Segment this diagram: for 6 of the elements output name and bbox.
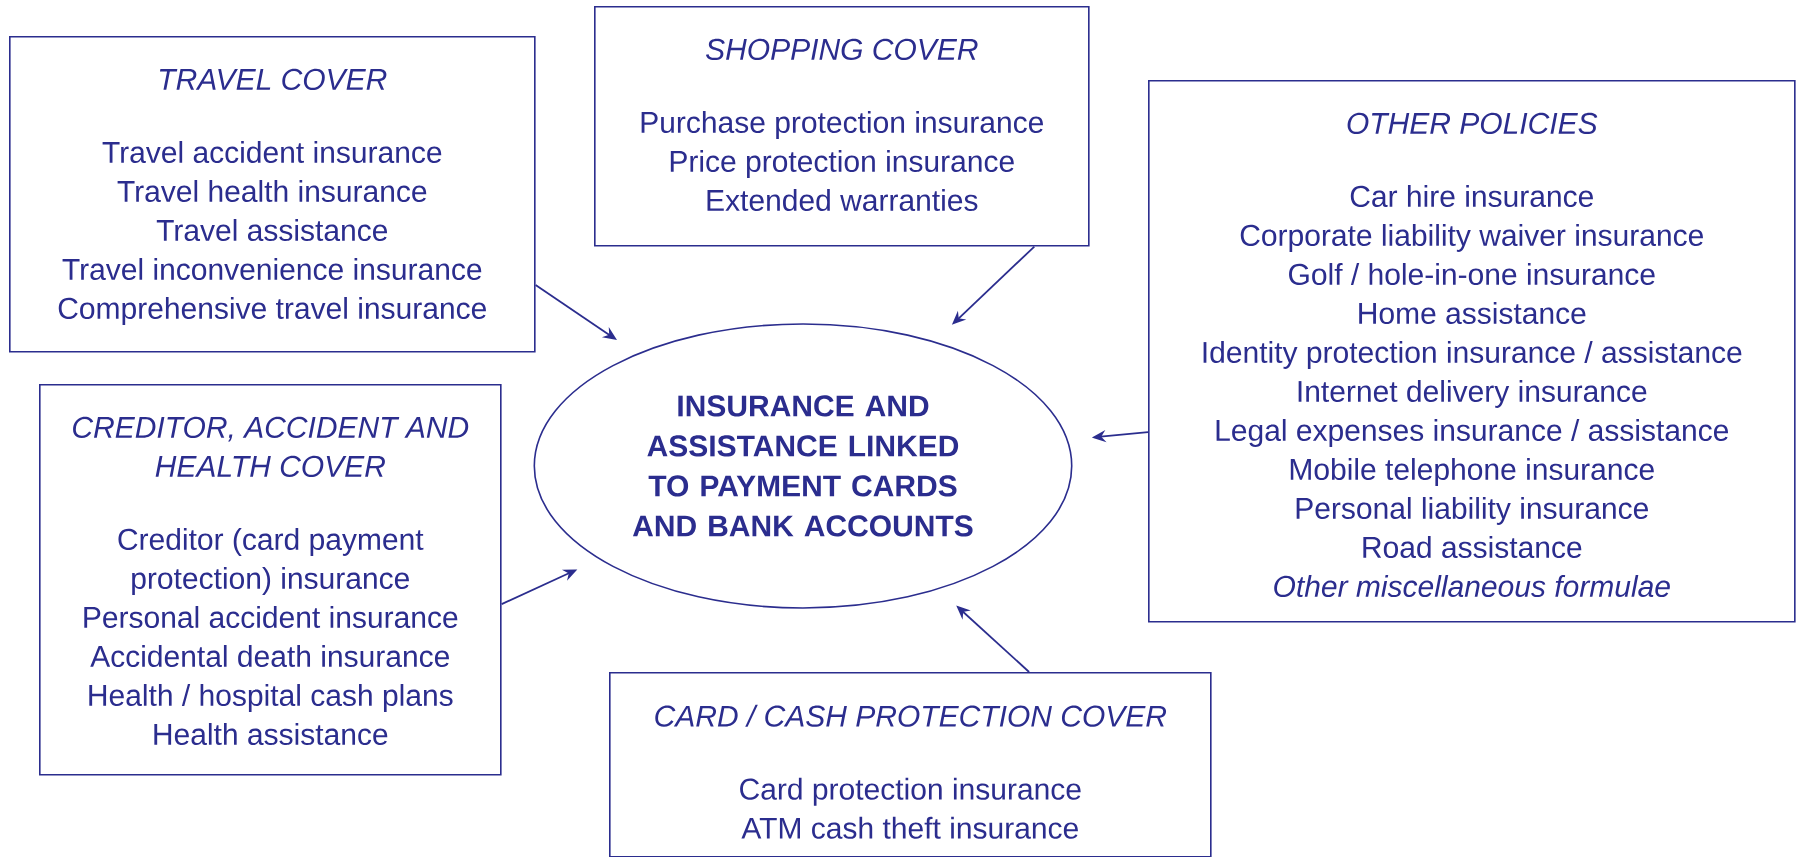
category-box: CREDITOR, ACCIDENT AND HEALTH COVER Creditor (card payment protection) insurance Personal accident insurance Accidental death insurance Health / hospital cash plans Health assistance [39,384,502,776]
category-box: CARD / CASH PROTECTION COVER Card protection insurance ATM cash theft insurance [609,672,1212,857]
category-box: OTHER POLICIES Car hire insurance Corporate liability waiver insurance Golf / hole-in-one insurance Home assistance Identity protection insurance / assistance Internet delivery insurance Legal expenses insurance / assistance Mobile telephone insurance Personal liability insurance Road assistance Other miscellaneous formulae [1148,80,1796,623]
ellipse-node: INSURANCE AND ASSISTANCE LINKED TO PAYMENT CARDS AND BANK ACCOUNTS [533,323,1073,609]
category-box: TRAVEL COVER Travel accident insurance Travel health insurance Travel assistance Travel inconvenience insurance Comprehensive travel insurance [9,36,536,353]
category-box: SHOPPING COVER Purchase protection insurance Price protection insurance Extended warranties [594,6,1090,247]
